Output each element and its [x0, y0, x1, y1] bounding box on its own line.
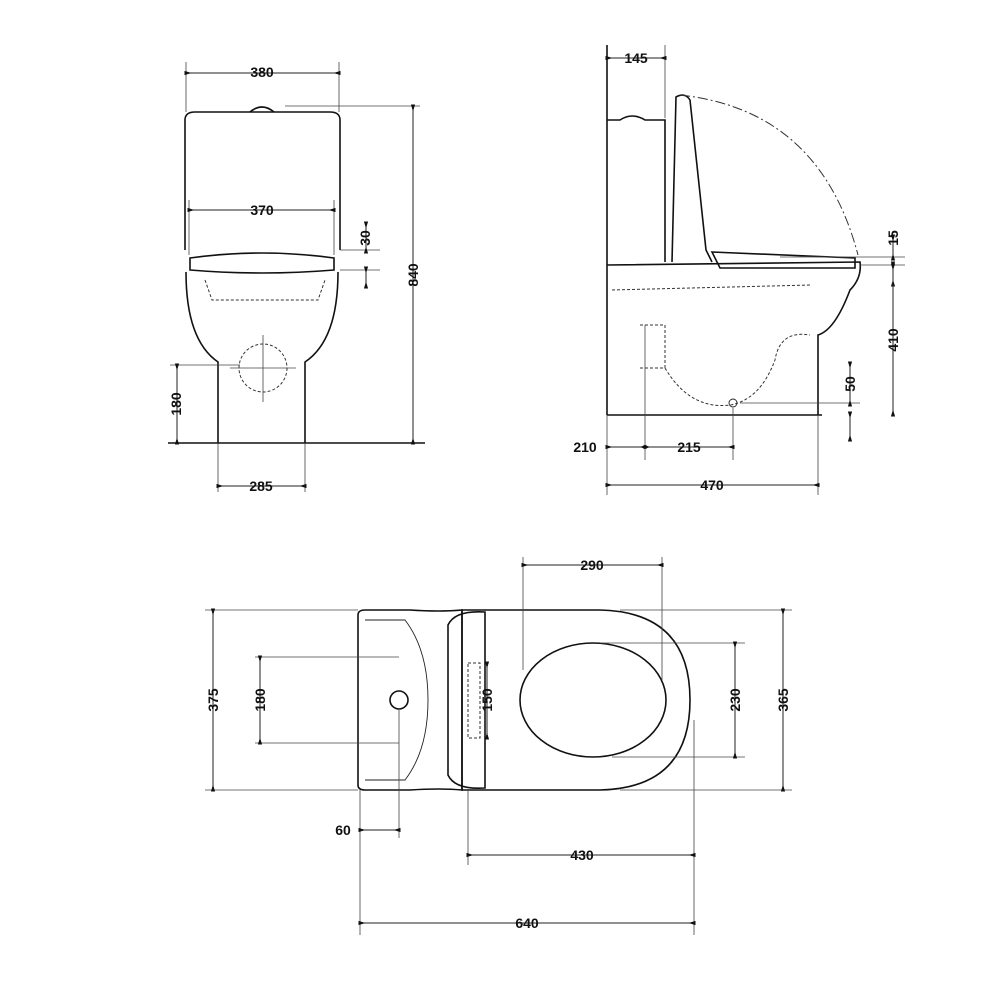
dim-total-depth: 470 — [700, 477, 724, 493]
outlet-point — [728, 398, 738, 408]
seat-hinge — [447, 610, 486, 790]
dim-lid-gap: 30 — [357, 230, 373, 246]
cistern-side — [607, 115, 666, 262]
dim-pedestal-width: 285 — [249, 478, 273, 494]
bowl-side — [606, 261, 862, 415]
dim-lid-width: 370 — [250, 202, 274, 218]
seat-lid — [189, 252, 335, 274]
dim-tank-depth: 145 — [624, 50, 648, 66]
hidden-trap — [611, 284, 811, 407]
front-view: 380 370 30 840 180 285 — [168, 62, 425, 494]
dim-total-height: 840 — [405, 263, 421, 287]
dim-outlet-center: 215 — [677, 439, 701, 455]
dim-seat-inner-width: 230 — [727, 688, 743, 712]
side-view: 145 15 410 50 210 215 470 — [573, 45, 905, 495]
cistern-top — [357, 609, 463, 791]
dim-tank-width: 375 — [205, 688, 221, 712]
dim-fixing-offset: 60 — [335, 822, 351, 838]
dim-total-length: 640 — [515, 915, 539, 931]
dim-outlet-height: 180 — [168, 392, 184, 416]
hinge-hidden — [467, 662, 481, 739]
flush-valve — [389, 690, 409, 710]
cistern-inner — [365, 619, 429, 781]
dim-bowl-length: 430 — [570, 847, 594, 863]
dim-wall-offset: 210 — [573, 439, 597, 455]
raised-seat-lid — [671, 94, 713, 263]
seat-opening — [519, 642, 667, 758]
dim-seat-gap: 15 — [885, 230, 901, 246]
seat-side — [710, 251, 856, 269]
bowl-top — [461, 609, 691, 791]
lid-swing-arc — [679, 94, 859, 256]
dim-tank-width: 380 — [250, 64, 274, 80]
dim-bowl-width: 365 — [775, 688, 791, 712]
dim-hinge-spacing: 150 — [479, 688, 495, 712]
dim-outlet-offset: 50 — [842, 376, 858, 392]
hidden-rim — [204, 279, 326, 301]
top-view: 290 375 180 150 230 365 60 430 640 — [205, 557, 792, 935]
dim-seat-height: 410 — [885, 328, 901, 352]
dim-fixing-spacing: 180 — [252, 688, 268, 712]
cistern-outline — [184, 111, 341, 250]
bowl-outline — [185, 271, 339, 443]
flush-button — [249, 106, 275, 113]
dim-seat-opening: 290 — [580, 557, 604, 573]
